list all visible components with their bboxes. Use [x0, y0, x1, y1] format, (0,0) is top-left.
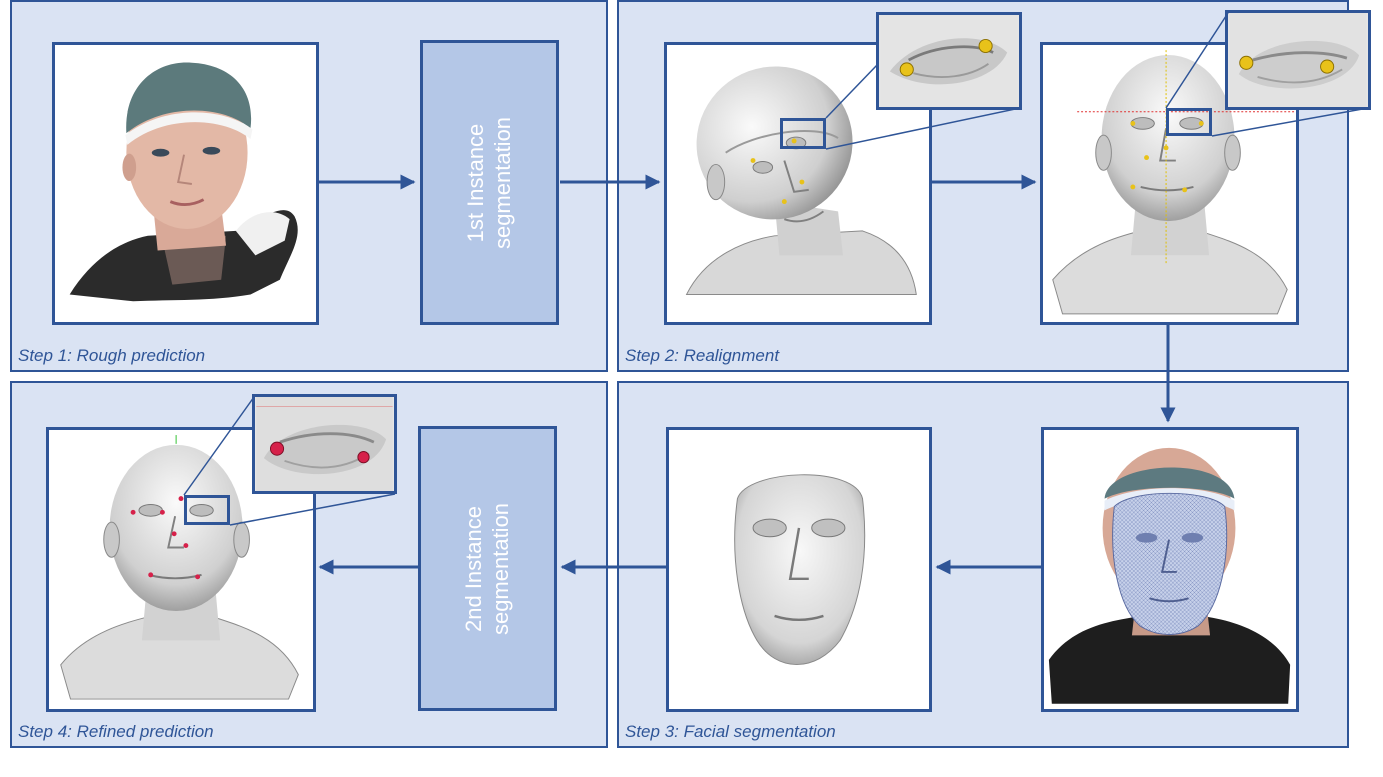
- gray-head-mesh-icon-frontal: [1052, 50, 1296, 315]
- tilted-mesh-inset: [876, 12, 1022, 110]
- rough-prediction-image: [52, 42, 319, 325]
- mouth-closeup-icon-refined: [256, 397, 393, 491]
- step2-label: Step 2: Realignment: [625, 346, 780, 365]
- mouth-closeup-icon: [880, 15, 1018, 107]
- refined-inset: [252, 394, 397, 494]
- refined-prediction-image: [46, 427, 316, 712]
- mesh-overlay-image: [1041, 427, 1299, 712]
- textured-head-scan-icon: [69, 62, 298, 302]
- aligned-mesh-zoom-region: [1166, 108, 1212, 136]
- first-instance-segmentation-box: 1st Instance segmentation: [420, 40, 559, 325]
- mouth-closeup-icon-frontal: [1229, 13, 1367, 107]
- step4-label: Step 4: Refined prediction: [18, 722, 214, 741]
- second-instance-segmentation-box: 2nd Instance segmentation: [418, 426, 557, 711]
- aligned-mesh-inset: [1225, 10, 1371, 110]
- step1-label: Step 1: Rough prediction: [18, 346, 206, 365]
- cropped-face-mesh-icon: [734, 474, 866, 665]
- cropped-face-image: [666, 427, 932, 712]
- second-instance-segmentation-label: 2nd Instance segmentation: [461, 502, 514, 635]
- textured-head-with-mesh-icon: [1048, 447, 1291, 704]
- tilted-mesh-zoom-region: [780, 118, 826, 149]
- gray-head-mesh-icon: [685, 66, 917, 295]
- tilted-mesh-image: [664, 42, 932, 325]
- refined-zoom-region: [184, 495, 230, 525]
- first-instance-segmentation-label: 1st Instance segmentation: [463, 116, 516, 249]
- step3-label: Step 3: Facial segmentation: [625, 722, 836, 741]
